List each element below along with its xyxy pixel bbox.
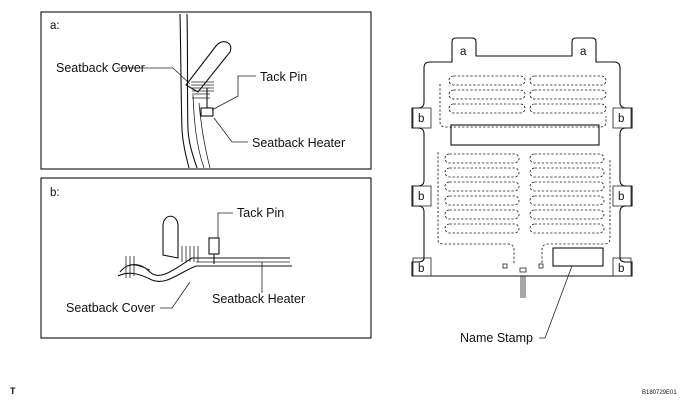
lug-b-top-left (412, 107, 432, 129)
detail-panel-b: b: Tack Pin Seatback H (40, 177, 372, 339)
label-b-seatback-cover: Seatback Cover (66, 301, 155, 315)
tab-b-mid-left: b (418, 191, 424, 203)
name-stamp-box (552, 247, 604, 267)
tab-b-upper-right: b (618, 113, 624, 125)
panel-b-tack-pin (208, 237, 220, 264)
panel-b-hatch (125, 246, 199, 278)
tab-b-lower-right: b (618, 263, 624, 275)
lug-b-top-right (612, 107, 632, 129)
tab-b-lower-left: b (418, 263, 424, 275)
heater-wire-upper (439, 75, 607, 128)
connector-exit (502, 263, 544, 298)
panel-a-tool-shape (185, 41, 232, 93)
leader-a-cover (117, 67, 191, 85)
leader-a-tackpin (211, 75, 256, 111)
heater-wire-lower (437, 152, 611, 264)
tab-a-left: a (460, 46, 467, 58)
leader-a-heater (213, 117, 248, 143)
lug-b-bottom-right (612, 257, 632, 277)
panel-b-tool-shape (162, 215, 179, 259)
label-b-seatback-heater: Seatback Heater (212, 292, 305, 306)
seatback-heater-layout: Name Stamp a a b b b b b b (411, 37, 633, 345)
label-a-tack-pin: Tack Pin (260, 70, 307, 84)
panel-b-tag: b: (50, 187, 60, 199)
tab-b-upper-left: b (418, 113, 424, 125)
leader-b-tackpin (217, 212, 233, 238)
tab-b-mid-right: b (618, 191, 624, 203)
panel-a-tack-pin (200, 88, 214, 117)
tab-a-right: a (580, 46, 587, 58)
label-a-seatback-cover: Seatback Cover (56, 61, 145, 75)
leader-b-cover (160, 281, 191, 309)
heater-label-panel-upper (450, 124, 600, 146)
panel-b-cover-section (117, 257, 292, 282)
detail-panel-a: a: Seatback Cover Tack Pin (40, 11, 372, 170)
panel-a-tag: a: (50, 20, 60, 32)
footer-left-mark: T (10, 386, 16, 396)
lug-b-mid-left (412, 185, 432, 207)
label-b-tack-pin: Tack Pin (237, 206, 284, 220)
panel-b-frame (40, 177, 372, 339)
panel-a-cover-section (179, 13, 211, 169)
label-name-stamp: Name Stamp (460, 331, 533, 345)
lug-b-bottom-left (412, 257, 432, 277)
leader-name-stamp (539, 265, 573, 339)
figure-code: B180729E01 (642, 390, 677, 396)
panel-a-frame (40, 11, 372, 170)
lug-b-mid-right (612, 185, 632, 207)
label-a-seatback-heater: Seatback Heater (252, 136, 345, 150)
